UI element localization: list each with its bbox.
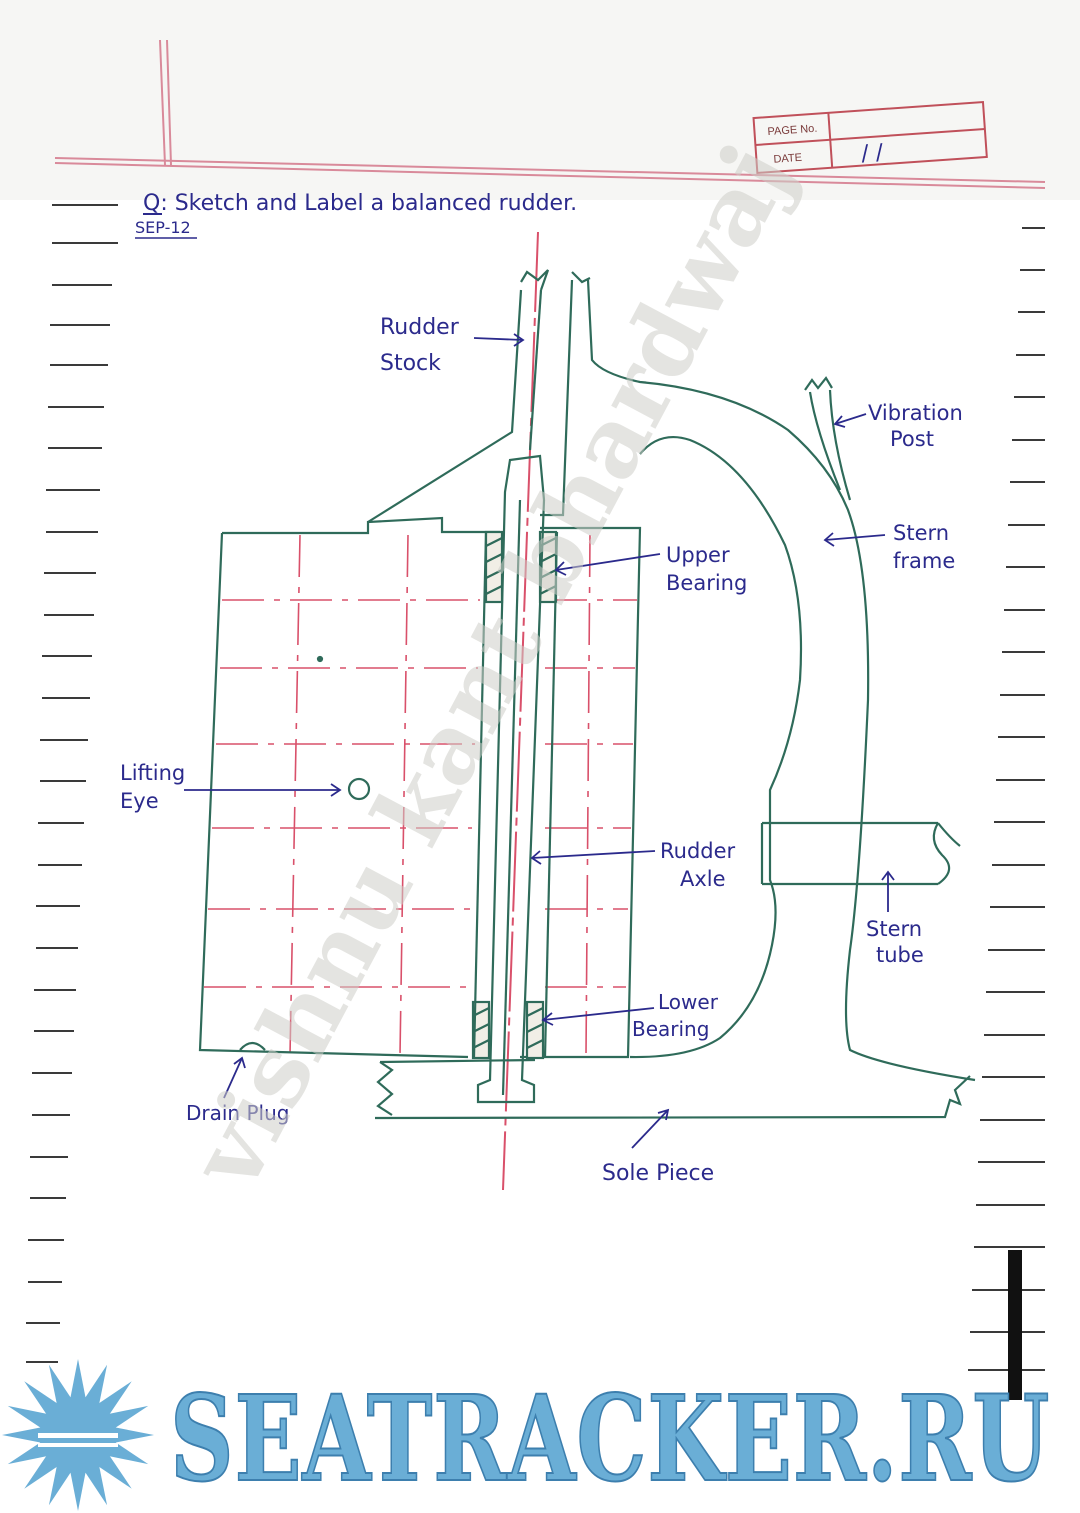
rudder-blade: [198, 454, 642, 1104]
label-upper-bearing-2: Bearing: [666, 571, 747, 595]
label-lower-bearing-1: Lower: [658, 990, 719, 1014]
label-lifting-eye-1: Lifting: [120, 761, 185, 785]
label-rudder-stock-1: Rudder: [380, 315, 460, 340]
label-arrows: [184, 333, 895, 1149]
stern-tube: [760, 821, 961, 886]
date-label: DATE: [773, 152, 802, 166]
label-stern-frame-2: frame: [893, 549, 955, 573]
diagram-labels: Rudder Stock Vibration Post Stern frame …: [120, 315, 963, 1186]
label-vibration-post-1: Vibration: [868, 401, 963, 425]
label-sole-piece: Sole Piece: [602, 1161, 714, 1186]
brand-text: SEATRACKER.RU: [170, 1369, 1050, 1508]
page-no-label: PAGE No.: [767, 123, 818, 138]
question-text: Q: Sketch and Label a balanced rudder.: [143, 191, 577, 216]
label-lower-bearing-2: Bearing: [632, 1017, 709, 1041]
lifting-eye-hole: [347, 777, 371, 801]
label-rudder-stock-2: Stock: [380, 351, 441, 376]
label-lifting-eye-2: Eye: [120, 789, 159, 813]
margin-lines: [54, 39, 1046, 189]
stern-frame: [629, 376, 852, 1059]
date-value: / /: [860, 140, 884, 167]
label-rudder-axle-1: Rudder: [660, 839, 736, 863]
drain-plug-notch: [239, 1041, 266, 1051]
page-date-box: PAGE No. DATE / /: [752, 100, 988, 175]
label-stern-tube-2: tube: [876, 943, 924, 967]
label-stern-frame-1: Stern: [893, 521, 949, 545]
page-edge-shadow: [1008, 1250, 1022, 1400]
label-drain-plug: Drain Plug: [186, 1101, 289, 1125]
sole-piece: [374, 1058, 971, 1120]
rudder-blade-grid: [204, 534, 637, 1056]
rudder-centre-line: [502, 231, 539, 1191]
label-stern-tube-1: Stern: [866, 917, 922, 941]
label-rudder-axle-2: Axle: [680, 867, 726, 891]
brand-sun-icon: [2, 1359, 154, 1511]
label-vibration-post-2: Post: [890, 427, 934, 451]
ruled-line-stubs: [26, 204, 1045, 1371]
question-tag: SEP-12: [135, 218, 191, 237]
label-upper-bearing-1: Upper: [666, 543, 730, 567]
